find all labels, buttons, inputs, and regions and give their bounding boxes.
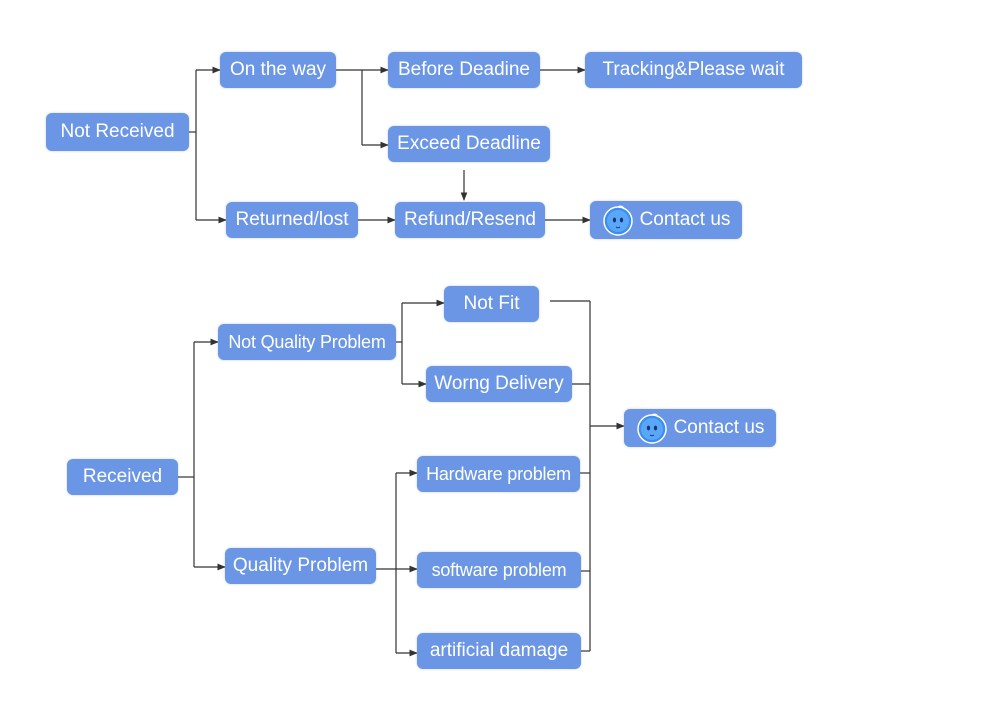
node-not-fit: Not Fit bbox=[444, 286, 539, 322]
node-before-deadline: Before Deadine bbox=[388, 52, 540, 88]
node-not-quality-problem: Not Quality Problem bbox=[218, 324, 396, 360]
node-tracking-please-wait: Tracking&Please wait bbox=[585, 52, 802, 88]
node-wrong-delivery: Worng Delivery bbox=[426, 366, 572, 402]
node-software-problem: software problem bbox=[417, 552, 581, 588]
contact-us-label: Contact us bbox=[639, 209, 731, 230]
node-not-received: Not Received bbox=[46, 113, 189, 151]
node-on-the-way: On the way bbox=[220, 52, 336, 88]
chat-bubble-icon bbox=[602, 205, 633, 236]
node-returned-lost: Returned/lost bbox=[226, 202, 358, 238]
node-artificial-damage: artificial damage bbox=[417, 633, 581, 669]
chat-bubble-icon bbox=[636, 413, 667, 444]
contact-us-label: Contact us bbox=[673, 417, 765, 438]
node-contact-us-2: Contact us bbox=[624, 409, 776, 447]
node-contact-us-1: Contact us bbox=[590, 201, 742, 239]
node-received: Received bbox=[67, 459, 178, 495]
node-quality-problem: Quality Problem bbox=[225, 548, 376, 584]
node-hardware-problem: Hardware problem bbox=[417, 456, 580, 492]
node-refund-resend: Refund/Resend bbox=[395, 202, 545, 238]
node-exceed-deadline: Exceed Deadline bbox=[388, 126, 550, 162]
